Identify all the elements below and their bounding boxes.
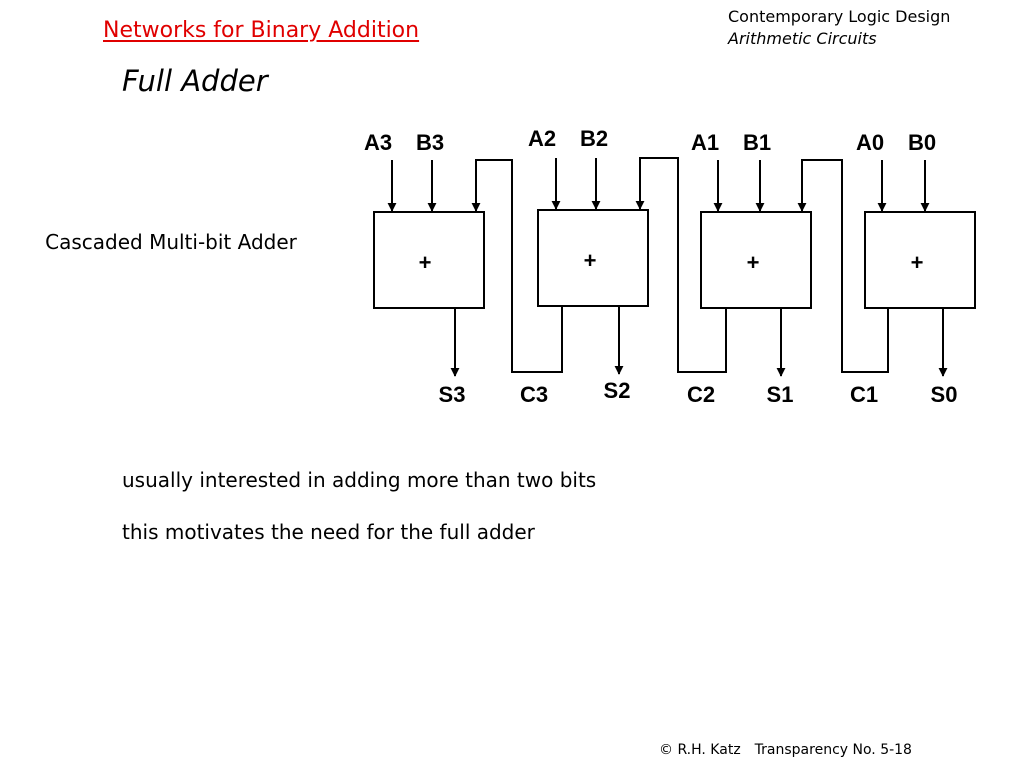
- slide-title: Networks for Binary Addition: [103, 18, 420, 43]
- course-topic: Arithmetic Circuits: [728, 29, 877, 48]
- adder-block-1: [700, 211, 812, 309]
- input-label-b2: B2: [580, 126, 608, 151]
- adder-symbol-0: +: [911, 250, 924, 275]
- adder-symbol-1: +: [747, 250, 760, 275]
- input-label-b3: B3: [416, 130, 444, 155]
- output-label-s1: S1: [767, 382, 794, 407]
- bullet-text-1: usually interested in adding more than t…: [122, 468, 597, 492]
- input-label-a1: A1: [691, 130, 719, 155]
- slide-footer: © R.H. Katz Transparency No. 5-18: [659, 742, 912, 758]
- output-label-s0: S0: [931, 382, 958, 407]
- output-label-s2: S2: [604, 378, 631, 403]
- carry-wire-c2: [635, 157, 727, 373]
- footer-copyright: © R.H. Katz: [659, 742, 741, 758]
- output-label-s3: S3: [439, 382, 466, 407]
- input-label-a0: A0: [856, 130, 884, 155]
- output-label-c2: C2: [687, 382, 715, 407]
- output-label-c1: C1: [850, 382, 878, 407]
- course-header: Contemporary Logic Design Arithmetic Cir…: [728, 6, 950, 50]
- carry-wire-c3: [471, 159, 563, 373]
- input-label-a3: A3: [364, 130, 392, 155]
- course-name: Contemporary Logic Design: [728, 7, 951, 26]
- adder-symbol-2: +: [584, 248, 597, 273]
- section-title: Full Adder: [122, 64, 268, 98]
- input-label-b1: B1: [743, 130, 771, 155]
- footer-page-number: Transparency No. 5-18: [754, 742, 912, 758]
- input-label-b0: B0: [908, 130, 936, 155]
- carry-wire-c1: [797, 159, 889, 373]
- diagram-side-label: Cascaded Multi-bit Adder: [45, 230, 297, 254]
- bullet-text-2: this motivates the need for the full add…: [122, 520, 535, 544]
- adder-block-3: [373, 211, 485, 309]
- output-label-c3: C3: [520, 382, 548, 407]
- adder-block-0: [864, 211, 976, 309]
- adder-block-2: [537, 209, 649, 307]
- input-label-a2: A2: [528, 126, 556, 151]
- adder-symbol-3: +: [419, 250, 432, 275]
